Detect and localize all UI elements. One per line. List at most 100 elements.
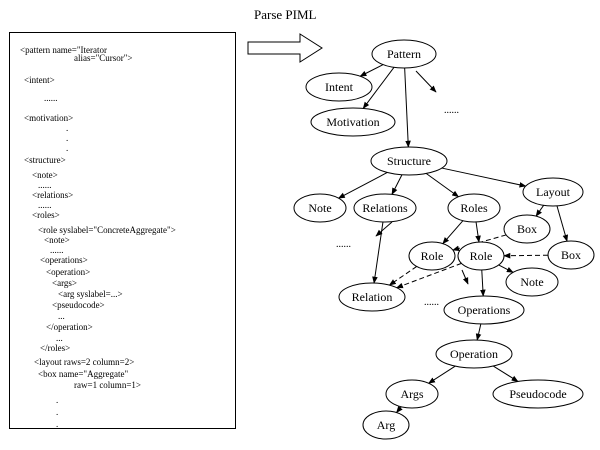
node-label: Role [470,249,493,263]
node-label: Pattern [387,47,421,61]
node-operations: Operations [443,295,525,325]
code-line: . [56,419,59,429]
code-line: alias="Cursor"> [74,53,133,63]
code-line: . [66,123,69,133]
code-line: <roles> [32,210,60,220]
code-line: ...... [50,245,64,255]
ellipsis-relations_more: ...... [336,239,351,250]
edge-operations-operation [475,323,482,341]
dashed-edge-role1-relation [388,266,417,286]
node-structure: Structure [370,146,448,176]
code-line: <pseudocode> [52,300,105,310]
edge-role2-note2 [498,264,514,273]
tree-ellipses: .................. [336,105,459,308]
node-ellipse [457,241,505,271]
code-line: <arg syslabel=...> [58,289,123,299]
node-layout: Layout [522,177,584,207]
edge-layout-box2 [556,205,569,242]
edge-structure-roles [425,173,460,198]
node-ellipse [492,379,584,409]
node-label: Relations [362,201,408,215]
node-label: Role [421,249,444,263]
node-pattern: Pattern [371,39,437,69]
node-label: Relation [352,290,393,304]
edge-roles-role1 [442,220,464,245]
node-label: Operations [458,303,511,317]
node-label: Arg [377,418,395,432]
code-line: . [56,407,59,417]
node-ellipse [353,193,417,223]
node-ellipse [408,241,456,271]
edge-roles-role2 [475,221,481,243]
code-line: raw=1 column=1> [74,380,141,390]
ellipsis-pattern_more: ...... [444,105,459,116]
ellipsis-role_more: ...... [424,297,439,308]
node-box2: Box [547,240,595,270]
node-ellipse [310,107,396,137]
node-ellipse [547,240,595,270]
node-ellipse [305,72,373,102]
edge-structure-layout [441,167,527,188]
parse-arrow-icon [247,33,323,63]
code-line: ... [56,333,63,343]
code-line: ...... [44,93,58,103]
node-ellipse [371,39,437,69]
node-operation: Operation [435,339,513,369]
code-line: <box name="Aggregate" [38,369,129,379]
node-pseudocode: Pseudocode [492,379,584,409]
node-label: Pseudocode [509,387,566,401]
code-line: <layout raws=2 column=2> [34,357,135,367]
code-line: . [66,133,69,143]
edge-pattern-intent [359,64,384,77]
node-ellipse [435,339,513,369]
code-line: . [56,395,59,405]
parse-piml-label: Parse PIML [254,7,317,22]
code-line: ... [58,311,65,321]
node-motivation: Motivation [310,107,396,137]
node-label: Operation [450,347,498,361]
node-args: Args [385,379,439,409]
code-line: ...... [38,200,52,210]
edge-pattern-motivation [362,67,395,109]
node-label: Intent [325,80,354,94]
node-ellipse [522,177,584,207]
node-note2: Note [505,267,559,297]
edge-operation-args [428,365,456,384]
node-ellipse [293,193,347,223]
node-label: Motivation [326,115,379,129]
node-ellipse [338,282,406,312]
node-role2: Role [457,241,505,271]
code-line: <relations> [32,190,74,200]
code-line: <pattern name="Iterator [20,45,108,55]
node-label: Note [520,275,543,289]
code-line: </operation> [46,322,93,332]
node-roles: Roles [447,193,501,223]
code-line: </roles> [40,343,71,353]
node-arg: Arg [362,410,410,440]
node-relation: Relation [338,282,406,312]
node-ellipse [370,146,448,176]
code-line: <structure> [24,155,66,165]
tree-edges [337,64,569,414]
code-line: <intent> [24,75,55,85]
node-box1: Box [503,214,551,244]
edge-role2-operations [480,269,486,297]
node-label: Layout [536,185,571,199]
node-label: Box [517,222,537,236]
node-ellipse [447,193,501,223]
code-line: <motivation> [24,113,74,123]
edge-layout-box1 [535,205,545,217]
node-label: Args [400,387,423,401]
code-line: <operations> [40,255,88,265]
code-line: <args> [52,278,77,288]
edge-operation-pseudocode [493,365,519,382]
code-line: . [66,143,69,153]
code-line: <note> [44,235,70,245]
node-note: Note [293,193,347,223]
node-ellipse [443,295,525,325]
edge-to-ellipsis [461,269,469,285]
node-label: Box [561,248,581,262]
